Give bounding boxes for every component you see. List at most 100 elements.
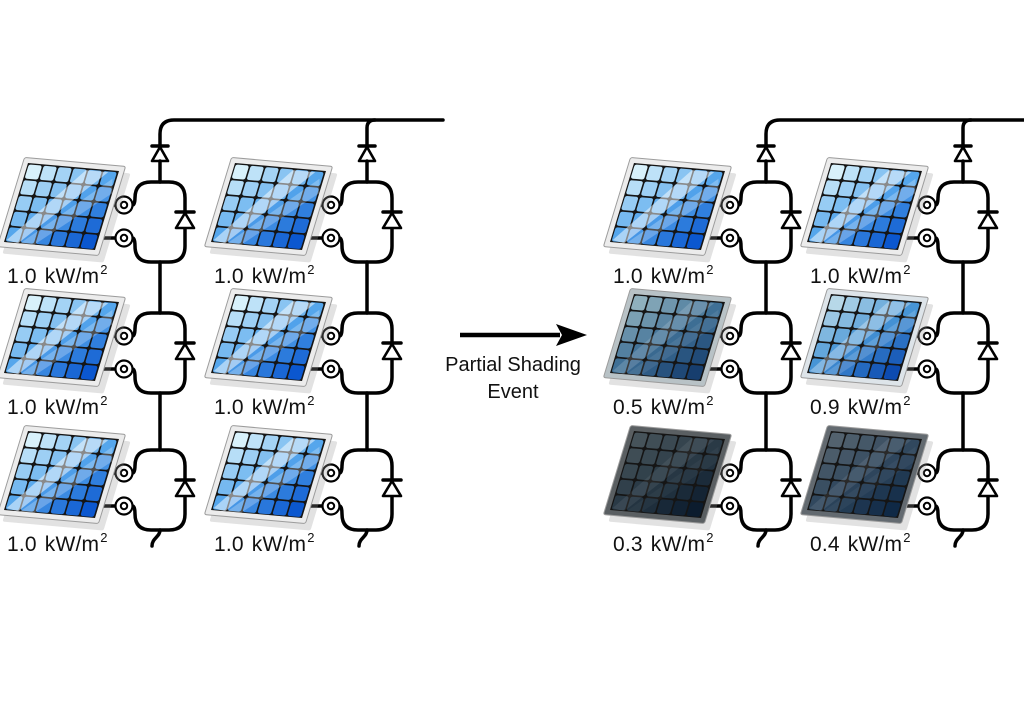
- panel-cell: [55, 298, 72, 314]
- panel-cell: [227, 180, 244, 196]
- panel-cell: [656, 450, 673, 466]
- panel-cell: [626, 448, 643, 464]
- panel-body: [0, 157, 126, 256]
- panel-cell: [696, 202, 713, 218]
- bus-wire: [764, 118, 1024, 150]
- panel-glare: [626, 309, 719, 376]
- panel-cell: [887, 300, 905, 316]
- panel-cell: [35, 181, 52, 197]
- panel-cell: [10, 211, 28, 227]
- panel-cell: [35, 449, 52, 465]
- arrow-caption: Partial Shading Event: [425, 352, 601, 406]
- panel-cell: [661, 435, 678, 451]
- panel-cell: [646, 433, 663, 449]
- panel-cell: [858, 435, 875, 451]
- terminal-connector-icon: [725, 233, 735, 243]
- panel-cell: [227, 448, 244, 464]
- panel-cell: [262, 346, 280, 362]
- terminal-connector-icon: [326, 501, 336, 511]
- panel-cell: [65, 232, 83, 248]
- panel-cell: [646, 345, 664, 361]
- panel-cell: [277, 484, 295, 500]
- bypass-loop: [933, 448, 990, 532]
- panel-cell: [55, 167, 72, 183]
- terminal-connector-icon: [326, 468, 336, 478]
- bypass-diode-icon: [381, 342, 403, 361]
- panel-cell: [690, 437, 708, 453]
- bypass-loop: [933, 311, 990, 395]
- string-wire-tail: [357, 528, 369, 548]
- panel-glare: [6, 438, 109, 512]
- panel-cell: [868, 500, 886, 516]
- panel-cell: [661, 167, 678, 183]
- panel-cell: [287, 364, 305, 380]
- panel-cell: [671, 363, 689, 379]
- panel-cell: [257, 231, 275, 247]
- panel-cell: [823, 496, 841, 512]
- panel-cell: [838, 498, 856, 513]
- panel-cell: [287, 233, 305, 249]
- panel-cell: [902, 439, 920, 455]
- panel-cell: [282, 201, 299, 217]
- panel-cell: [893, 470, 910, 486]
- panel-cell: [888, 486, 906, 502]
- panel-cell: [691, 486, 709, 502]
- panel-glare: [809, 170, 912, 244]
- panel-cell: [691, 218, 709, 234]
- string-wire-tail: [756, 528, 768, 548]
- terminal-connector-icon: [922, 364, 932, 374]
- bypass-loop: [130, 311, 187, 395]
- panel-body: [800, 288, 929, 387]
- string-wire: [365, 118, 377, 150]
- panel-cell: [20, 448, 37, 464]
- panel-glare: [823, 309, 916, 376]
- panel-cell: [818, 327, 836, 342]
- panel-cell: [247, 433, 264, 449]
- panel-body: [0, 288, 126, 387]
- panel-cell: [20, 180, 37, 196]
- panel-cell: [95, 186, 112, 202]
- panel-cell: [878, 469, 895, 485]
- terminal-connector-icon: [725, 331, 735, 341]
- panel-cell: [641, 230, 659, 245]
- panel-cell: [50, 362, 68, 378]
- solar-panel: [0, 157, 131, 263]
- panel-cell: [277, 216, 295, 232]
- panel-cell: [656, 499, 674, 515]
- panel-cell: [621, 464, 639, 479]
- panel-cell: [95, 454, 112, 470]
- panel-cell: [222, 327, 240, 342]
- panel-cell: [621, 196, 639, 211]
- panel-cell: [262, 298, 279, 314]
- panel-cell: [35, 361, 53, 376]
- panel-cell: [828, 481, 846, 496]
- panel-glare: [612, 170, 715, 244]
- panel-cell: [813, 211, 831, 227]
- panel-cell: [823, 180, 840, 196]
- solar-panel: [603, 157, 737, 263]
- panel-cell: [843, 165, 860, 181]
- panel-cell: [297, 470, 314, 486]
- panel-cell: [641, 361, 659, 376]
- terminal-connector-icon: [725, 468, 735, 478]
- panel-cell: [247, 165, 264, 181]
- panel-cell: [676, 484, 694, 500]
- panel-cell: [828, 295, 845, 311]
- panel-cell: [873, 347, 891, 363]
- panel-cell: [858, 346, 876, 362]
- panel-cell: [853, 499, 871, 515]
- panel-cell: [651, 329, 668, 345]
- panel-cell: [302, 186, 319, 202]
- panel-cell: [656, 313, 673, 329]
- panel-body: [800, 157, 929, 256]
- blocking-diode-icon: [150, 145, 170, 163]
- panel-cell: [676, 436, 693, 452]
- panel-cell: [25, 432, 42, 448]
- panel-glare: [20, 309, 113, 376]
- terminal-connector-icon: [725, 364, 735, 374]
- bypass-loop: [736, 311, 793, 395]
